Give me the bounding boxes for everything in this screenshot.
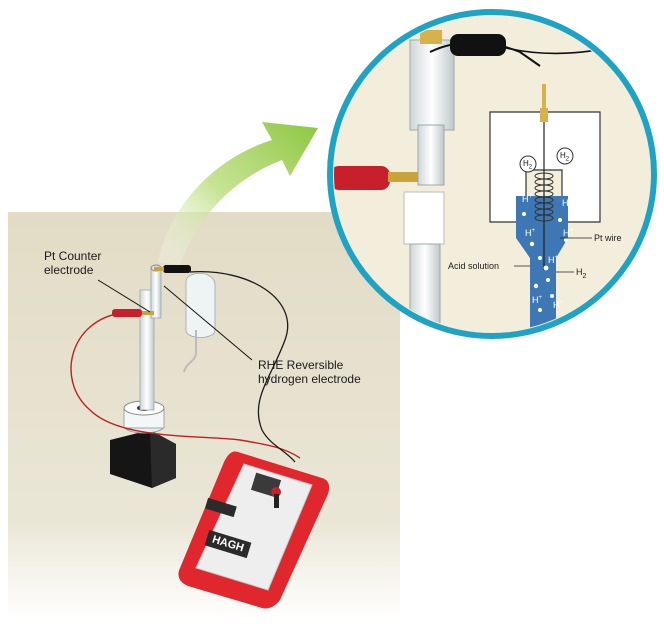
counter-leader xyxy=(97,279,151,313)
h-ion-label: H+ xyxy=(548,255,559,265)
h-ion-label: H+ xyxy=(553,300,564,310)
rhe-label-line1: RHE Reversible xyxy=(258,358,344,372)
h2-gas-label: H2 xyxy=(576,267,587,280)
h2-bubble-right-label: H2 xyxy=(560,151,570,163)
h-ion-label: H+ xyxy=(525,228,536,238)
pt-coil xyxy=(534,172,554,222)
rhe-label-line2: hydrogen electrode xyxy=(258,372,361,386)
zoom-arrow xyxy=(158,122,318,265)
pt-wire-label: Pt wire xyxy=(594,233,622,243)
black-clip-icon xyxy=(154,265,191,273)
bubble-icon xyxy=(522,212,568,312)
h-ion-label: H+ xyxy=(532,295,543,305)
h2-bubble-left xyxy=(519,155,537,173)
rhe-leader xyxy=(163,285,253,361)
counter-electrode-label: Pt Counter electrode xyxy=(44,249,101,277)
h-ion-label: H+ xyxy=(563,228,574,238)
electrode-assembly xyxy=(139,264,216,411)
counter-label-line2: electrode xyxy=(44,263,94,277)
h-ion-label: H+ xyxy=(562,198,573,208)
red-wire xyxy=(70,312,301,459)
h-ion-label: H+ xyxy=(522,194,533,204)
counter-label-line1: Pt Counter xyxy=(44,249,102,263)
h2-bubble-right xyxy=(556,147,574,165)
black-wire xyxy=(189,271,296,463)
potentiostat-device xyxy=(178,451,330,609)
red-clip-icon xyxy=(112,309,154,317)
h2-bubble-left-label: H2 xyxy=(523,159,533,171)
rhe-electrode-label: RHE Reversible hydrogen electrode xyxy=(258,358,361,386)
acid-solution-label: Acid solution xyxy=(448,261,500,271)
